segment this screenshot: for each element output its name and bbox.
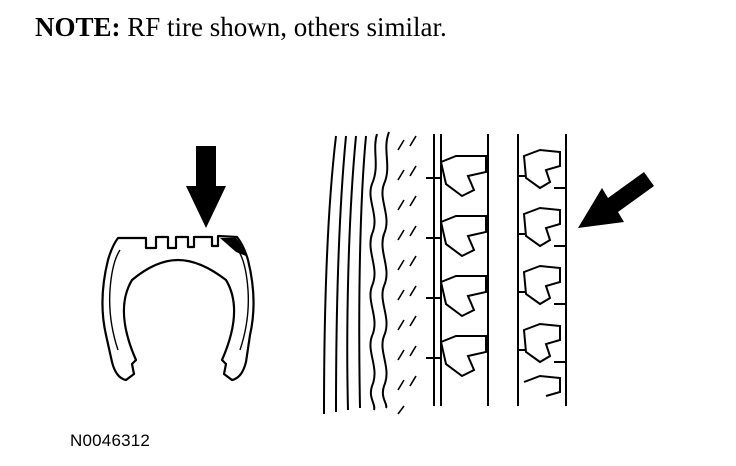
tread-block [426,155,487,198]
tread-strip-right [517,134,567,406]
tread-block [523,374,561,397]
tire-cross-section [101,234,255,382]
tire-inner-liner [108,249,250,351]
tread-block [426,215,487,258]
tread-block [518,264,566,306]
diagonal-arrow-icon [578,172,654,228]
worn-shoulder-area [220,238,246,256]
tread-block [518,148,566,190]
tread-block [518,322,566,364]
down-arrow-icon [186,146,226,228]
tread-strip-left [426,134,489,406]
tire-outer-profile [101,234,255,382]
note-text: NOTE: RF tire shown, others similar. [35,12,447,43]
tread-block [426,275,487,318]
sidewall-lines [323,131,390,415]
figure-id: N0046312 [70,431,151,450]
note-label: NOTE: [35,12,121,42]
tread-block [518,206,566,248]
tread-block [426,335,487,378]
note-body: RF tire shown, others similar. [120,12,447,42]
tread-dash-marks [397,135,417,415]
